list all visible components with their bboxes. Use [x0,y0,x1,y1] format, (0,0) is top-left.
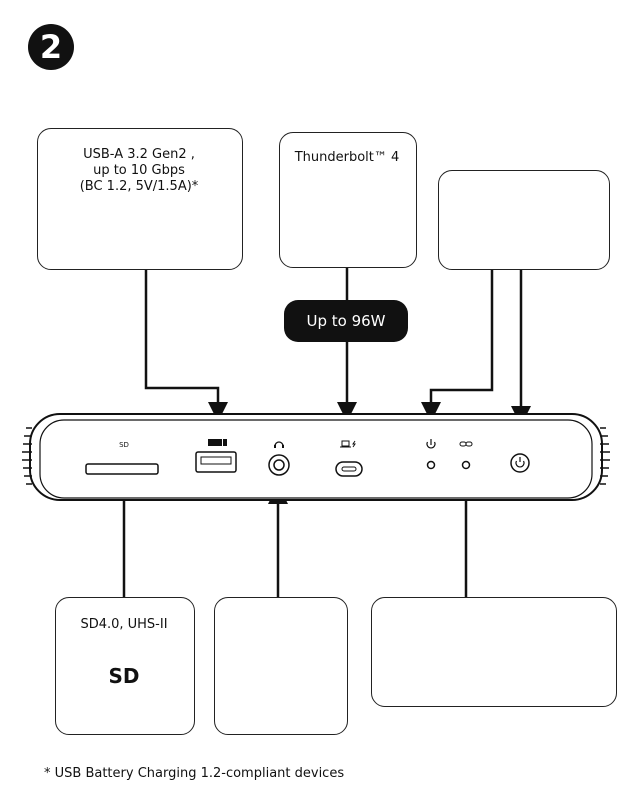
headphone-icon [274,441,284,447]
superspeed-icon [208,439,222,446]
sd-card-text: SD [108,664,140,688]
thunderbolt-box [279,132,417,268]
dock-illustration [22,413,610,501]
power-led [426,460,436,470]
usb-a-line1: USB-A 3.2 Gen2 , [83,147,195,162]
power-button-box [438,170,610,270]
sd-box [55,597,195,735]
headset-box [214,597,348,735]
sd-card-slot [85,463,159,475]
usb-a-box [37,128,243,270]
power-badge-label: Up to 96W [306,312,386,330]
usb-a-connection-line [144,268,228,422]
footnote: * USB Battery Charging 1.2-compliant dev… [44,766,345,781]
sd-box-label: SD4.0, UHS-II [80,617,168,632]
link-led [461,460,471,470]
usb-a-line3: (BC 1.2, 5V/1.5A)* [79,179,199,194]
link-box [371,597,617,707]
usb-a-line2: up to 10 Gbps [93,163,185,178]
power-led-connection-line [421,270,494,422]
bolt-icon [352,440,356,448]
step-badge [28,24,74,70]
power-badge [284,300,408,342]
laptop-icon [341,440,350,447]
thunderbolt-label: Thunderbolt™ 4 [294,150,400,165]
step-number: 2 [39,28,63,66]
power-button [510,453,530,473]
sd-port-label: SD [119,441,129,449]
power-icon [426,441,436,449]
